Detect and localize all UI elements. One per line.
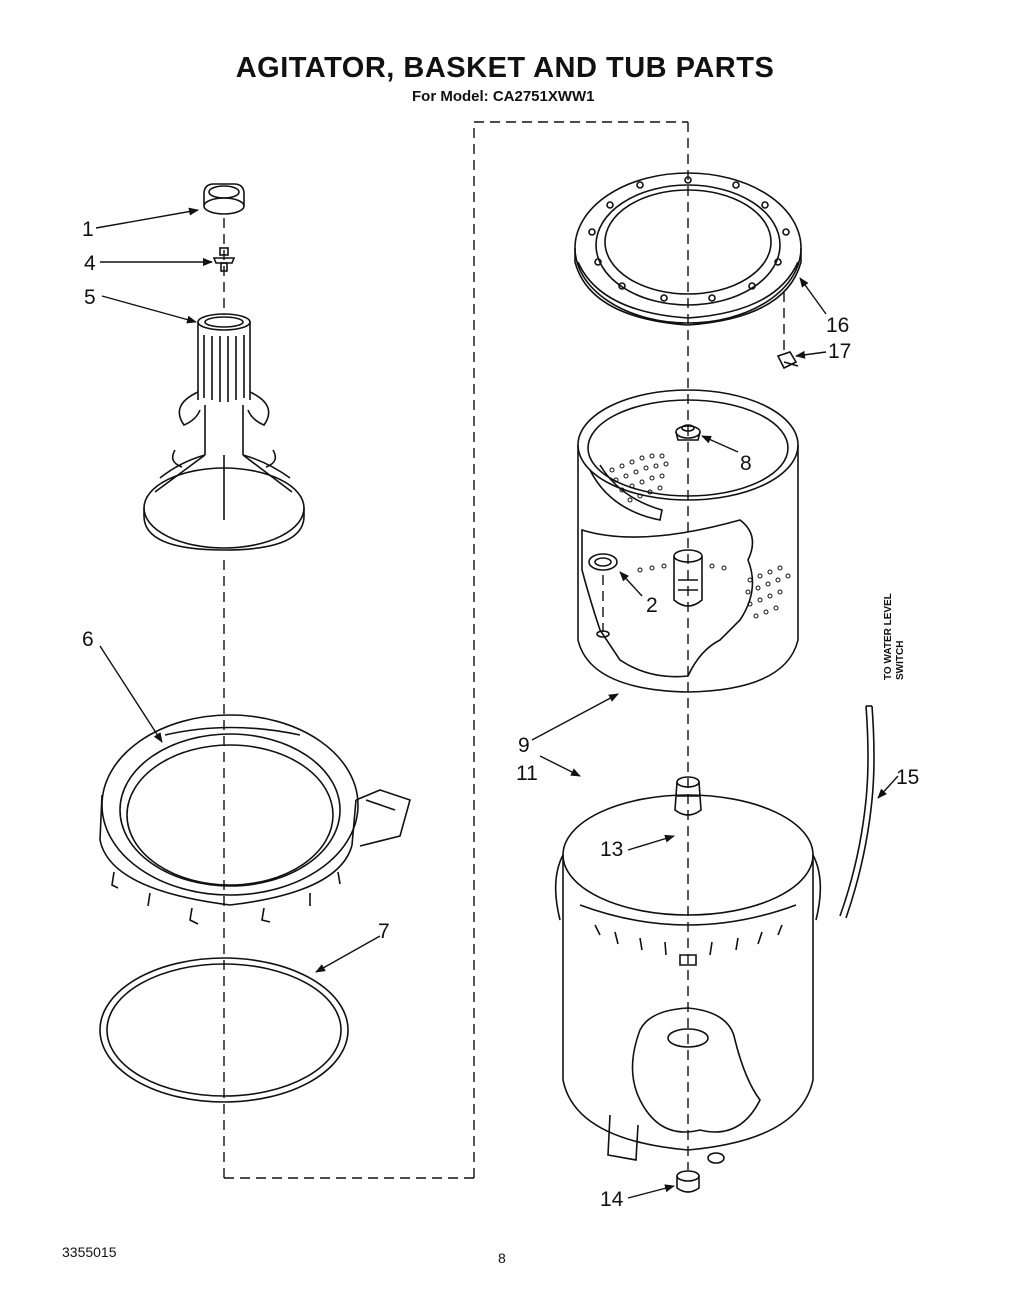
page-number: 8	[498, 1250, 506, 1266]
basket-perforations	[609, 453, 791, 619]
tub-ring	[99, 714, 411, 925]
tub-ring-clip	[776, 351, 799, 370]
callout-4: 4	[84, 252, 96, 275]
callout-17: 17	[828, 340, 851, 363]
tub-top-ring	[574, 172, 802, 326]
assembly-center-lines	[223, 121, 785, 1179]
agitator-bolt	[212, 247, 236, 272]
basket-nut	[675, 424, 701, 441]
callout-11: 11	[516, 762, 538, 785]
outer-tub	[554, 794, 822, 1164]
callout-7: 7	[378, 920, 390, 943]
spin-basket	[577, 389, 799, 693]
callout-13: 13	[600, 838, 623, 861]
callout-16: 16	[826, 314, 849, 337]
tub-drain-plug	[676, 1170, 700, 1193]
callout-5: 5	[84, 286, 96, 309]
callout-2: 2	[646, 594, 658, 617]
callout-15: 15	[896, 766, 919, 789]
callout-14: 14	[600, 1188, 624, 1211]
tub-ring-seal	[99, 957, 349, 1103]
document-number: 3355015	[62, 1244, 117, 1260]
callout-6: 6	[82, 628, 94, 651]
water-level-hose	[839, 705, 875, 919]
callout-leaders	[95, 207, 899, 1199]
callout-8: 8	[740, 452, 752, 475]
agitator	[143, 313, 305, 551]
tub-bearing	[674, 776, 702, 816]
callout-1: 1	[82, 218, 94, 241]
agitator-cap	[203, 183, 245, 215]
model-line: For Model: CA2751XWW1	[412, 88, 595, 105]
callout-numbers: 1 4 5 6 7 8 2 9 11 13 14 15 16 17	[82, 218, 919, 1211]
callout-9: 9	[518, 734, 530, 757]
page-title: AGITATOR, BASKET AND TUB PARTS	[235, 52, 775, 84]
